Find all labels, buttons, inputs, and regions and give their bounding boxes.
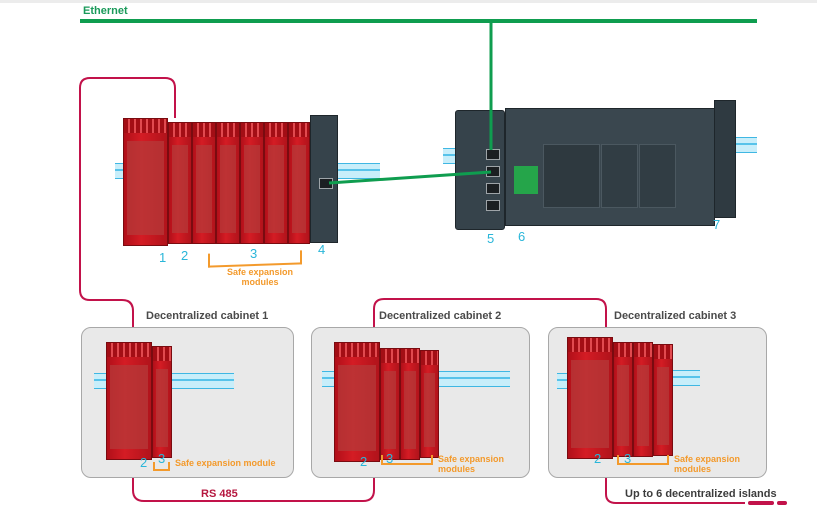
- ethernet-switch-module: [455, 110, 505, 230]
- cabinet-1-callout-2: 2: [140, 455, 148, 470]
- expansion-label-line2: modules: [674, 464, 712, 474]
- expansion-module: [152, 346, 172, 458]
- din-rail: [672, 370, 700, 386]
- expansion-module: [240, 122, 264, 244]
- callout-3: 3: [250, 246, 258, 261]
- expansion-label-line1: Safe expansion: [674, 454, 741, 464]
- ethernet-label: Ethernet: [83, 5, 128, 17]
- controller-body: [505, 108, 715, 226]
- expansion-label-line1: Safe expansion: [438, 454, 505, 464]
- expansion-module: [192, 122, 216, 244]
- cabinet-2-callout-2: 2: [360, 454, 368, 469]
- cabinet-3-expansion-label: Safe expansion modules: [674, 454, 740, 474]
- expansion-label-line2: modules: [241, 277, 279, 287]
- ethernet-link-safety-station: [328, 170, 492, 185]
- expansion-module: [633, 342, 653, 457]
- callout-6: 6: [518, 229, 526, 244]
- expansion-bracket: [381, 455, 433, 465]
- callout-7: 7: [713, 217, 721, 232]
- io-panel: [601, 144, 638, 208]
- cabinet-2-expansion-label: Safe expansion modules: [438, 454, 504, 474]
- rs485-link-cabinet1-to-cabinet2: [132, 472, 375, 502]
- safety-module: [334, 342, 380, 462]
- safety-controller-module: [123, 118, 168, 246]
- ethernet-port: [486, 200, 500, 211]
- callout-4: 4: [318, 242, 326, 257]
- cabinet-1-expansion-label: Safe expansion module: [175, 458, 276, 468]
- expansion-module: [264, 122, 288, 244]
- io-terminal-block: [714, 100, 736, 218]
- expansion-module: [216, 122, 240, 244]
- expansion-bracket: [617, 455, 669, 465]
- ethernet-port: [486, 149, 500, 160]
- expansion-module: [653, 344, 673, 456]
- safety-module: [567, 337, 613, 459]
- expansion-module: [613, 342, 633, 457]
- rs485-link-main-to-cabinet1: [79, 77, 176, 340]
- din-rail-controller-right: [733, 137, 757, 153]
- rs485-label: RS 485: [201, 488, 238, 500]
- ethernet-port: [486, 183, 500, 194]
- display-panel: [543, 144, 600, 208]
- expansion-bracket: [153, 462, 170, 471]
- cabinet-2-callout-3: 3: [386, 451, 394, 466]
- islands-note: Up to 6 decentralized islands: [625, 488, 777, 500]
- rs485-link-cabinet3-out: [605, 472, 745, 504]
- cabinet-1-callout-3: 3: [158, 451, 166, 466]
- expansion-module: [400, 348, 420, 460]
- expansion-module: [288, 122, 310, 244]
- cabinet-3-callout-2: 2: [594, 451, 602, 466]
- expansion-label: Safe expansion modules: [215, 267, 305, 287]
- sd-card-slot: [514, 166, 538, 194]
- safety-module: [106, 342, 152, 460]
- io-panel: [639, 144, 676, 208]
- top-border: [0, 0, 817, 3]
- expansion-module: [420, 350, 439, 458]
- safety-module-2: [168, 122, 192, 244]
- cabinet-3-title: Decentralized cabinet 3: [614, 310, 737, 322]
- expansion-label-line1: Safe expansion: [226, 267, 294, 277]
- cabinet-2-title: Decentralized cabinet 2: [379, 310, 502, 322]
- expansion-label-line2: modules: [438, 464, 476, 474]
- rs485-link-cabinet2-to-cabinet3: [373, 298, 607, 340]
- communication-module: [310, 115, 338, 243]
- expansion-module: [380, 348, 400, 460]
- din-rail-main-right: [335, 163, 380, 179]
- cabinet-1-title: Decentralized cabinet 1: [146, 310, 269, 322]
- callout-2: 2: [181, 248, 189, 263]
- callout-1: 1: [159, 250, 167, 265]
- callout-5: 5: [487, 231, 495, 246]
- cabinet-3-callout-3: 3: [624, 451, 632, 466]
